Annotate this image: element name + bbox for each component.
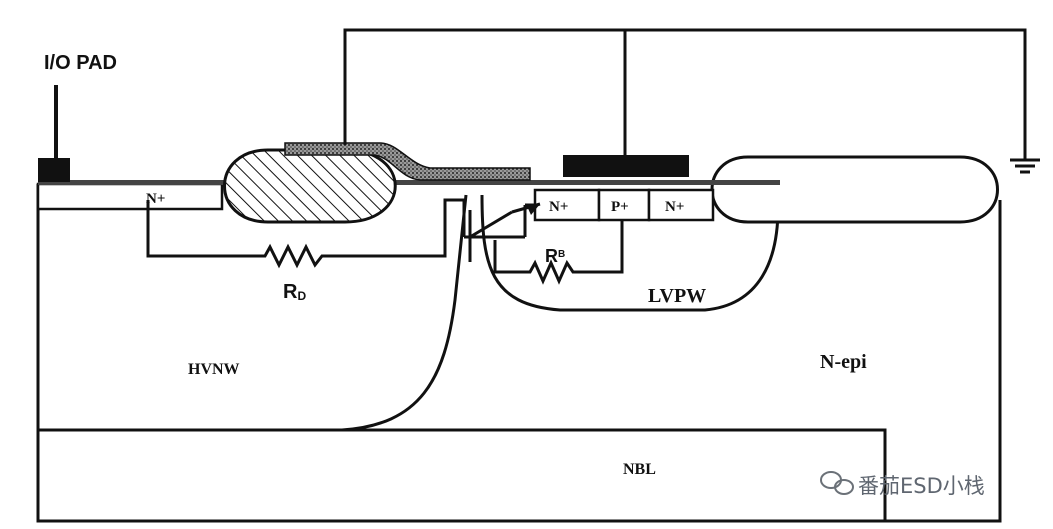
npn-transistor-icon	[464, 202, 541, 262]
n-plus-right	[647, 188, 715, 222]
n-epi-label: N-epi	[820, 351, 867, 373]
rd-wire	[146, 198, 466, 269]
ground-icon	[1010, 158, 1040, 174]
rb-label: RB	[545, 246, 565, 266]
hvnw-label: HVNW	[188, 361, 240, 378]
watermark-text: 番茄ESD小栈	[858, 474, 985, 498]
io-pad-contact	[38, 158, 70, 182]
n-plus-right-label: N+	[665, 199, 684, 215]
field-oxide-right	[710, 155, 999, 224]
lvpw-well	[480, 194, 780, 312]
rb-wire	[493, 220, 624, 285]
lvpw-label: LVPW	[648, 285, 706, 307]
nbl-label: NBL	[623, 461, 656, 478]
rd-label: RD	[283, 281, 306, 303]
nbl-region	[38, 428, 887, 521]
substrate-outline	[36, 184, 1002, 523]
hvnw-boundary	[341, 194, 468, 432]
n-plus-drain-label: N+	[146, 191, 165, 207]
watermark: 番茄ESD小栈	[820, 471, 985, 498]
source-metal-contact	[563, 155, 689, 177]
surface-oxide	[38, 180, 780, 185]
n-plus-source-label: N+	[549, 199, 568, 215]
io-pad-label: I/O PAD	[44, 52, 117, 74]
wechat-icon	[820, 471, 854, 495]
top-interconnect	[343, 28, 1027, 160]
gate-poly-dotted	[284, 142, 531, 181]
p-plus-label: P+	[611, 199, 629, 215]
n-plus-drain	[36, 182, 224, 211]
field-oxide-left-hatched	[223, 148, 397, 224]
